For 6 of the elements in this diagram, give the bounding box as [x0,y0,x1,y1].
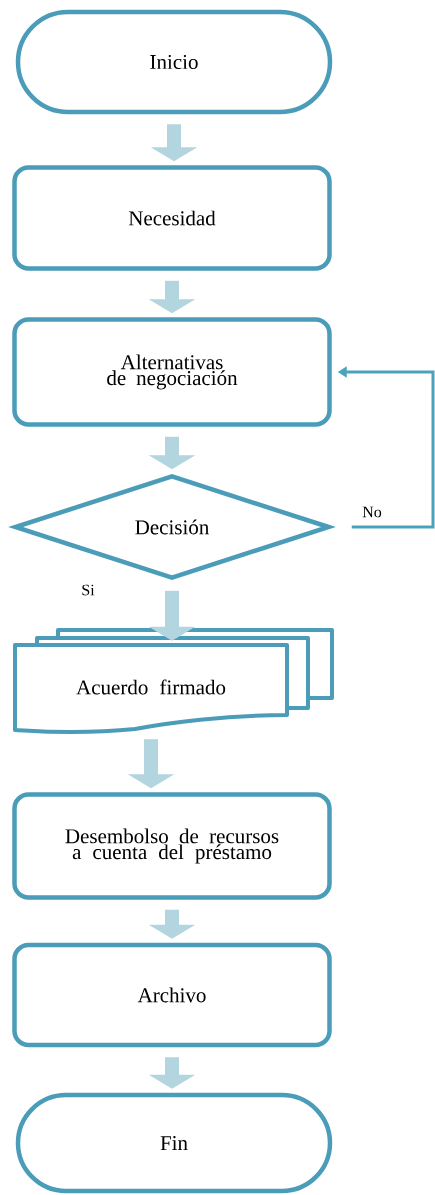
process-box: Desembolso de recursos a cuenta del préstamo [12,792,332,900]
process-box: Alternativas de negociación [12,317,332,427]
process-box: Archivo [12,942,332,1048]
edge-label: Si [80,583,96,597]
process-box: Necesidad [12,165,332,271]
edge-label: No [361,505,383,519]
